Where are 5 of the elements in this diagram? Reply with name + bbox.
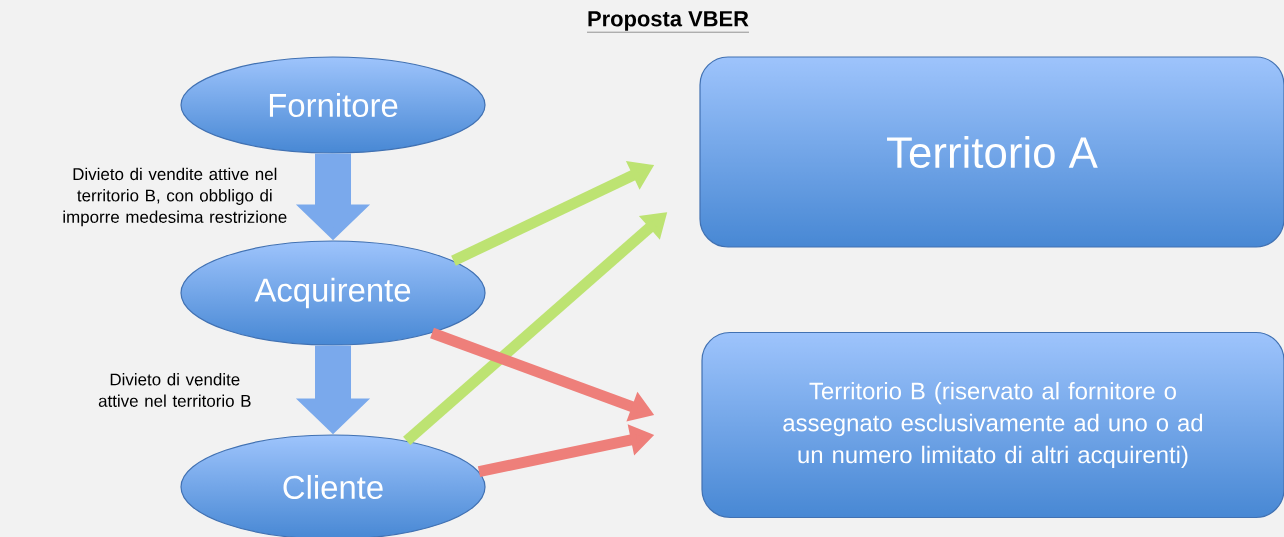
rounded-box: Territorio A — [699, 56, 1284, 248]
rounded-box: Territorio B (riservato al fornitore o assegnato esclusivamente ad uno o ad un numero limitato di altri acquirenti) — [701, 331, 1284, 519]
edge-label: Divieto di vendite attive nel territorio B — [98, 373, 251, 407]
title: Proposta VBER — [586, 11, 750, 33]
edge-label: Divieto di vendite attive nel territorio B, con obbligo di imporre medesima restrizione — [63, 167, 287, 227]
